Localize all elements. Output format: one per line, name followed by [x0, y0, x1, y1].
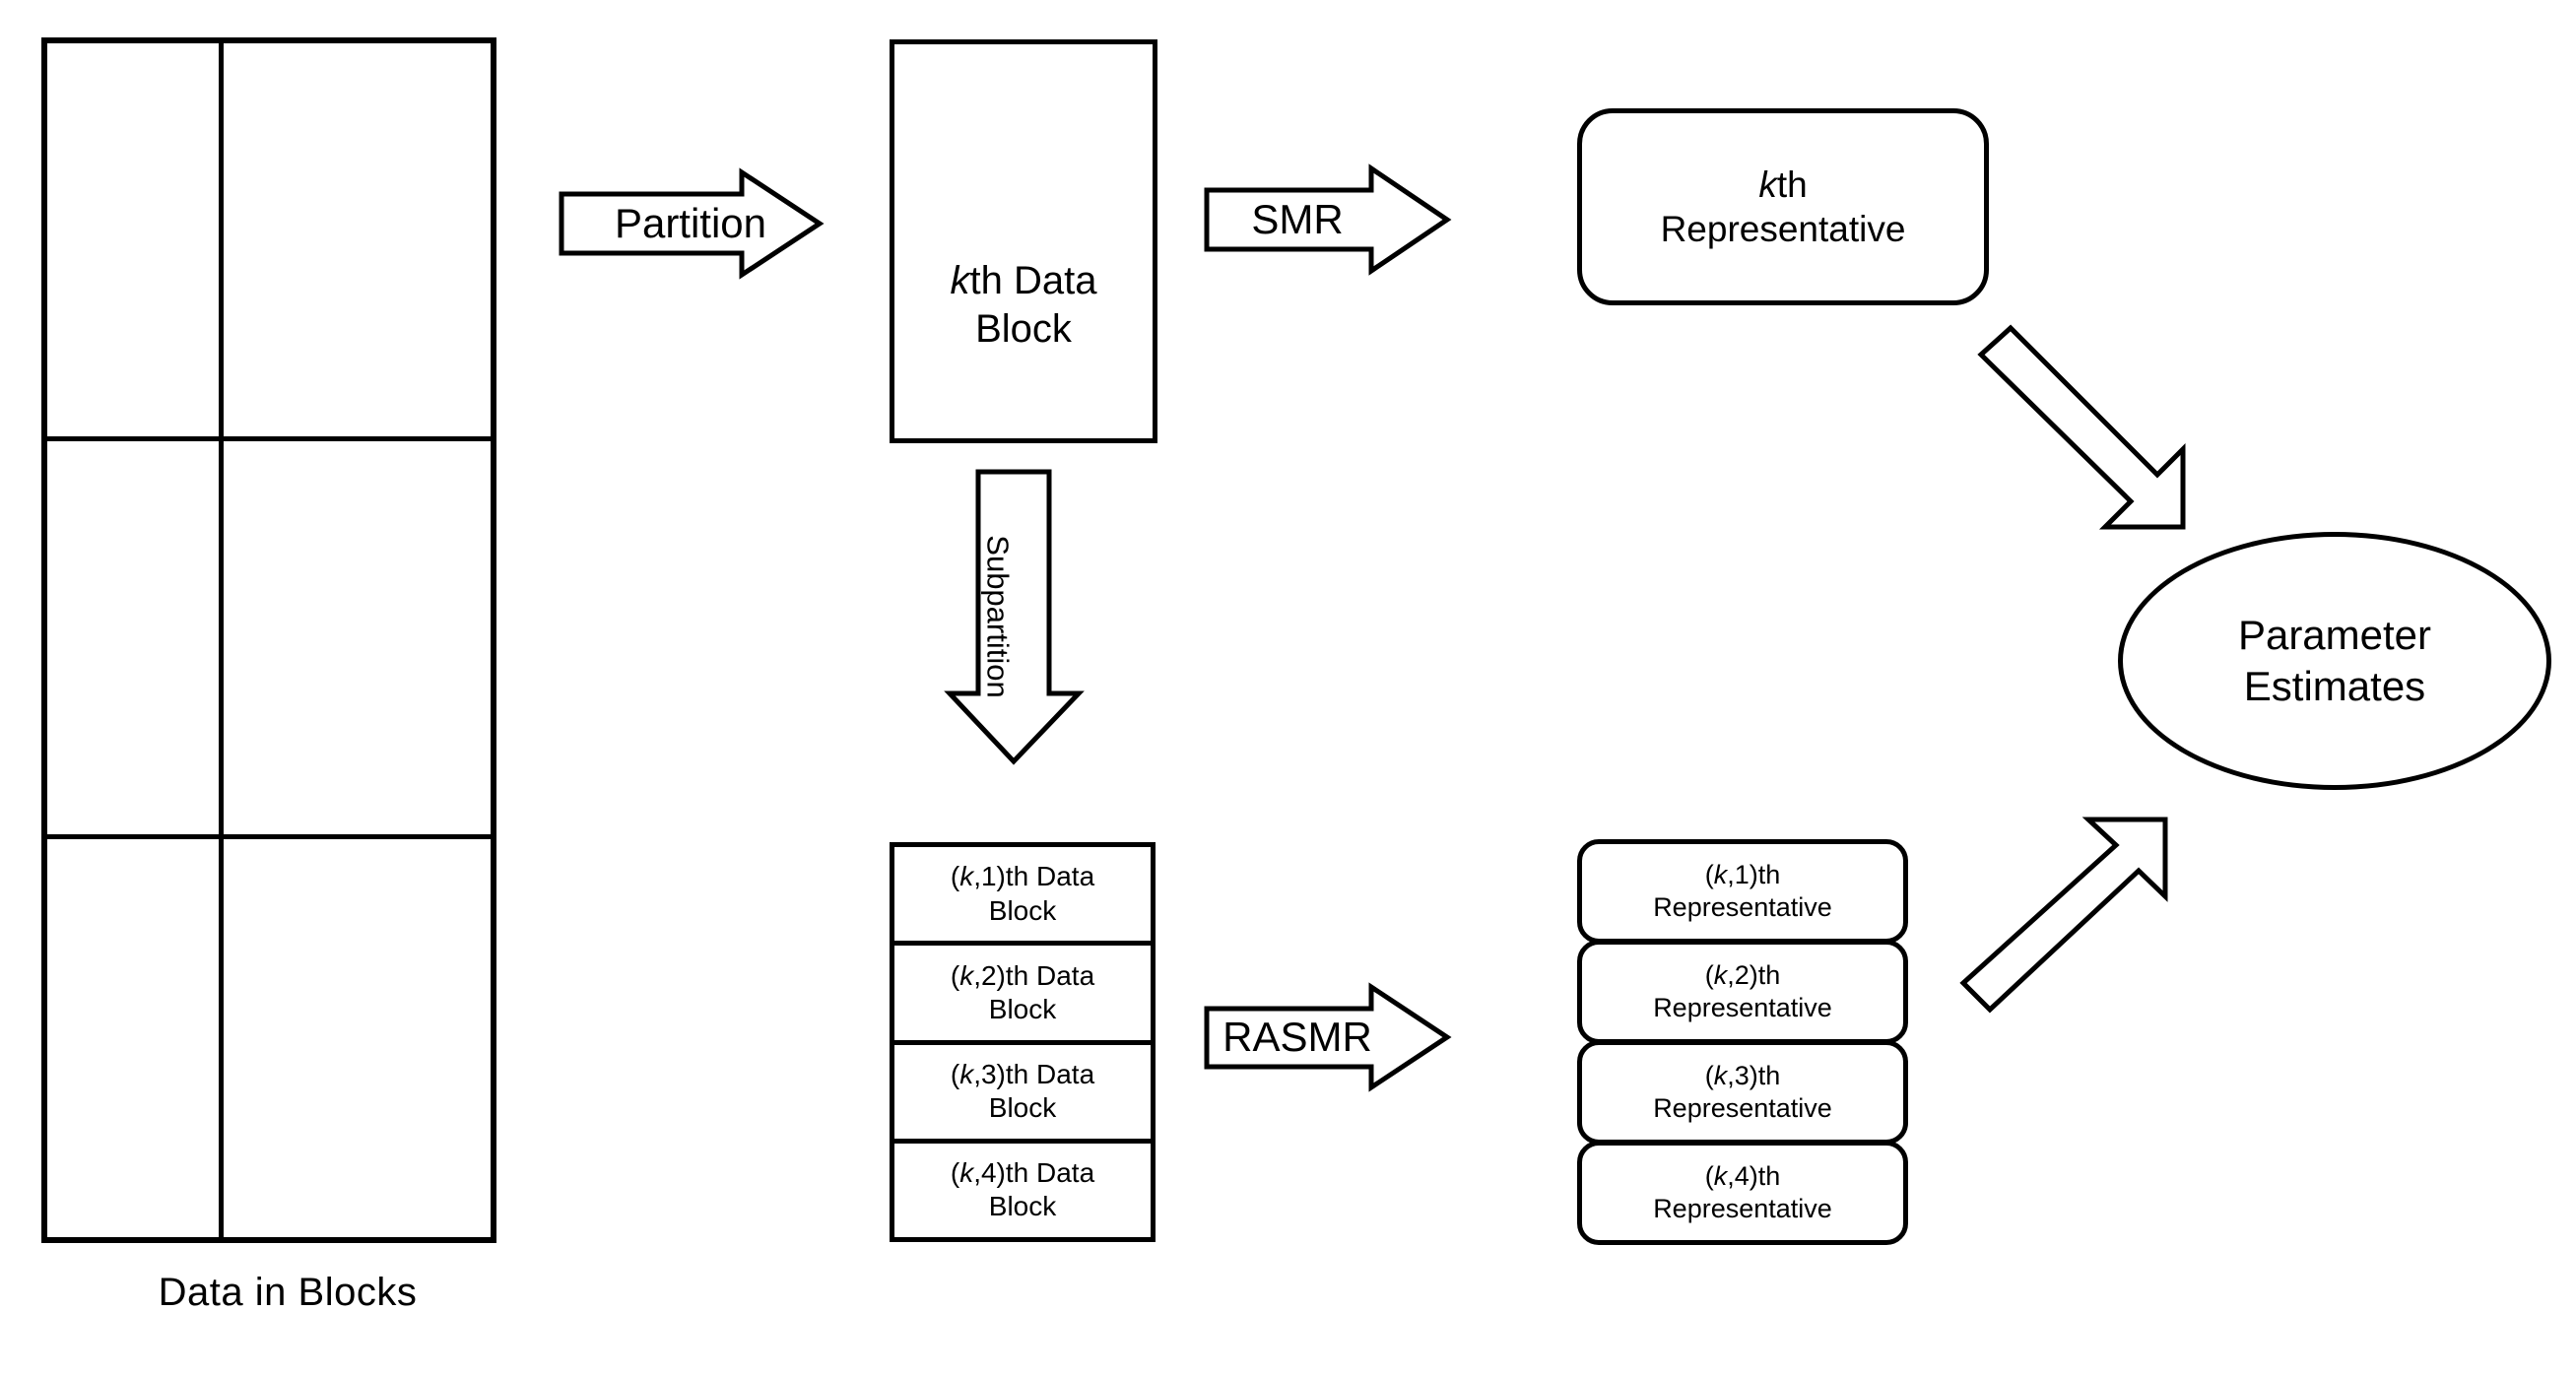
- representative-3-line2: Representative: [1653, 1093, 1832, 1123]
- representative-1: (k,1)th Representative: [1577, 839, 1908, 944]
- sub-data-block-3: (k,3)th Data Block: [890, 1039, 1156, 1139]
- data-grid-caption: Data in Blocks: [158, 1271, 418, 1314]
- data-grid-cell: [223, 441, 491, 839]
- sub-data-block-4-line1: (k,4)th Data: [950, 1157, 1095, 1189]
- sub-data-block-1: (k,1)th Data Block: [890, 842, 1156, 942]
- kth-representative-line1: kth: [1758, 164, 1808, 205]
- data-grid: [41, 37, 496, 1243]
- k-italic: k: [1713, 1061, 1728, 1091]
- sub-data-block-3-line2: Block: [988, 1092, 1057, 1124]
- sub-data-block-1-line2: Block: [988, 894, 1057, 926]
- k-italic: k: [959, 959, 974, 991]
- representative-stack: (k,1)th Representative (k,2)th Represent…: [1577, 839, 1908, 1245]
- representative-4: (k,4)th Representative: [1577, 1141, 1908, 1245]
- representative-4-line2: Representative: [1653, 1194, 1832, 1223]
- k-italic: k: [950, 259, 970, 303]
- smr-arrow: [1204, 164, 1452, 276]
- data-grid-cell: [47, 441, 224, 839]
- k-italic: k: [959, 1058, 974, 1089]
- k-italic: k: [959, 1157, 974, 1189]
- sub-data-block-1-line1: (k,1)th Data: [950, 861, 1095, 892]
- k-italic: k: [1713, 960, 1728, 991]
- data-grid-cell: [223, 43, 491, 441]
- parameter-estimates-line2: Estimates: [2243, 663, 2426, 709]
- sub-data-block-4-line2: Block: [988, 1191, 1057, 1222]
- k-italic: k: [1713, 860, 1728, 890]
- sub-data-block-2: (k,2)th Data Block: [890, 941, 1156, 1040]
- kth-data-block-line2: Block: [975, 307, 1072, 351]
- representative-1-line2: Representative: [1653, 892, 1832, 922]
- parameter-estimates-ellipse: Parameter Estimates: [2118, 532, 2551, 790]
- representative-4-line1: (k,4)th: [1704, 1161, 1781, 1192]
- kth-data-block: kth Data Block: [890, 39, 1157, 443]
- subpartition-arrow: [944, 469, 1085, 765]
- data-grid-cell: [224, 839, 491, 1237]
- k-italic: k: [1758, 164, 1777, 205]
- kth-representative-box: kth Representative: [1577, 108, 1989, 305]
- k-italic: k: [1713, 1161, 1728, 1192]
- representative-3: (k,3)th Representative: [1577, 1040, 1908, 1145]
- kth-representative-line2: Representative: [1660, 209, 1906, 249]
- merge-arrow-bottom: [1959, 817, 2168, 1014]
- sub-data-block-3-line1: (k,3)th Data: [950, 1058, 1095, 1089]
- parameter-estimates-line1: Parameter: [2237, 611, 2432, 658]
- data-grid-cell: [47, 839, 224, 1237]
- sub-data-block-2-line1: (k,2)th Data: [950, 959, 1095, 991]
- representative-2: (k,2)th Representative: [1577, 940, 1908, 1044]
- sub-data-block-4: (k,4)th Data Block: [890, 1138, 1156, 1242]
- rasmr-arrow: [1204, 982, 1452, 1092]
- sub-data-block-stack: (k,1)th Data Block (k,2)th Data Block (k…: [890, 842, 1156, 1242]
- kth-data-block-line1: kth Data: [950, 259, 1097, 303]
- partition-arrow: [559, 167, 825, 280]
- representative-3-line1: (k,3)th: [1704, 1061, 1781, 1091]
- merge-arrow-top: [1977, 324, 2186, 530]
- representative-2-line2: Representative: [1653, 993, 1832, 1022]
- representative-2-line1: (k,2)th: [1704, 960, 1781, 991]
- sub-data-block-2-line2: Block: [988, 993, 1057, 1024]
- representative-1-line1: (k,1)th: [1704, 860, 1781, 890]
- k-italic: k: [959, 861, 974, 892]
- data-grid-cell: [47, 43, 224, 441]
